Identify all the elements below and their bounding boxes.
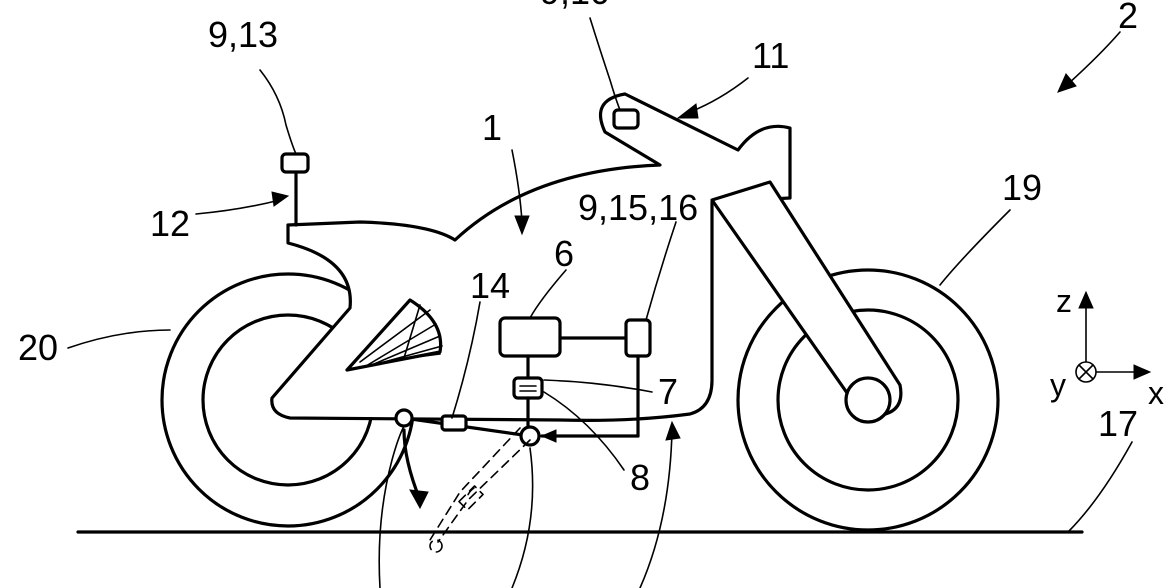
coordinate-axes — [1075, 290, 1152, 383]
label-12: 12 — [150, 203, 190, 244]
label-1: 1 — [482, 107, 502, 148]
leader-lines — [67, 17, 1133, 588]
label-14: 14 — [470, 265, 510, 306]
label-7: 7 — [658, 371, 678, 412]
front-fork — [710, 180, 903, 424]
label-2: 2 — [1118, 0, 1138, 36]
label-6: 6 — [554, 233, 574, 274]
frame-cutout — [345, 298, 443, 372]
label-17: 17 — [1098, 403, 1138, 444]
front-wheel — [736, 268, 1000, 532]
stand-mechanism — [394, 408, 541, 553]
handlebar-box — [612, 108, 640, 130]
label-20: 20 — [18, 327, 58, 368]
frame-body — [270, 92, 792, 422]
axis-label-x: x — [1148, 375, 1164, 411]
label-9-13: 9,13 — [208, 14, 278, 55]
component-7-capacitor — [512, 354, 544, 434]
label-8: 8 — [630, 457, 650, 498]
axis-label-z: z — [1056, 283, 1072, 319]
wiring — [540, 354, 640, 443]
label-9-10-partial: 9,10 — [540, 0, 610, 12]
seat-post — [280, 152, 310, 227]
label-9-15-16: 9,15,16 — [578, 187, 698, 228]
label-11: 11 — [752, 35, 789, 76]
label-19: 19 — [1002, 167, 1042, 208]
axis-label-y: y — [1050, 367, 1066, 403]
component-6-box — [498, 316, 652, 358]
